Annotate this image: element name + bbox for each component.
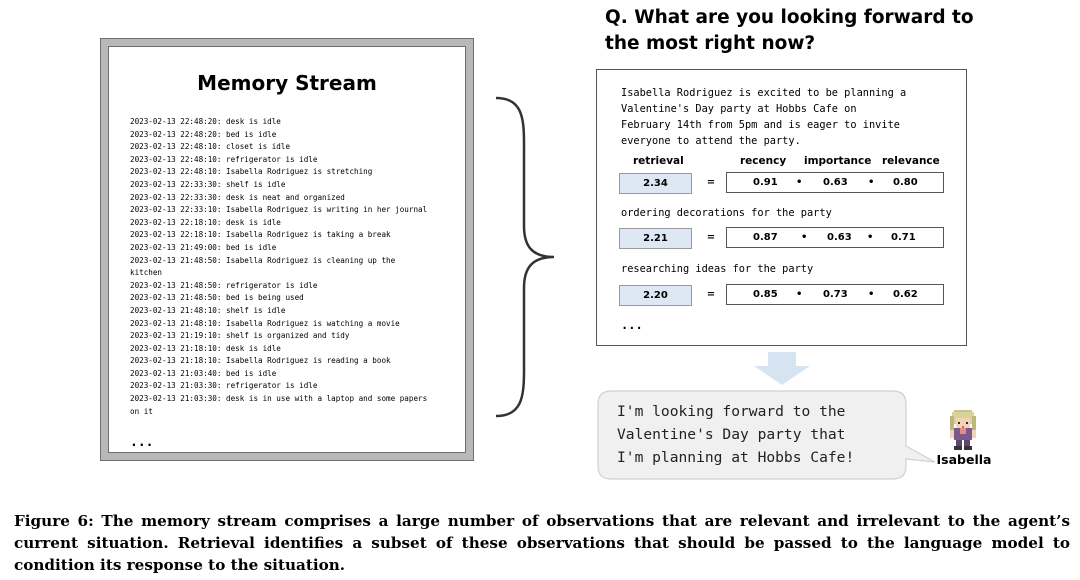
down-arrow-icon <box>754 352 810 385</box>
retrieved-memory: ordering decorations for the party <box>621 207 832 219</box>
curly-brace-icon <box>495 96 555 418</box>
memory-entry: 2023-02-13 22:48:10: closet is idle <box>130 142 291 152</box>
memory-entry: kitchen <box>130 268 163 278</box>
relevance-value: 0.80 <box>893 177 918 188</box>
memory-entry: 2023-02-13 21:48:50: Isabella Rodriguez … <box>130 255 396 265</box>
score-factors: 0.91 • 0.63 • 0.80 <box>726 172 944 193</box>
memory-entry: on it <box>130 406 153 416</box>
memory-entry: 2023-02-13 22:18:10: Isabella Rodriguez … <box>130 230 391 240</box>
memory-text-line: Valentine's Day party at Hobbs Cafe on <box>621 103 857 115</box>
question-line-2: the most right now? <box>605 33 816 54</box>
recency-value: 0.87 <box>753 232 778 243</box>
importance-header: importance <box>804 155 872 167</box>
memory-entry: 2023-02-13 21:19:10: shelf is organized … <box>130 331 350 341</box>
memory-text-line: February 14th from 5pm and is eager to i… <box>621 119 900 131</box>
equals-sign: = <box>706 289 716 300</box>
score-factors: 0.87 • 0.63 • 0.71 <box>726 227 944 248</box>
relevance-header: relevance <box>882 155 940 167</box>
memory-text-line: everyone to attend the party. <box>621 135 801 147</box>
pixel-character-avatar-icon <box>950 410 976 450</box>
multiply-dot: • <box>796 177 803 188</box>
speech-bubble <box>597 390 936 480</box>
memory-entry: 2023-02-13 22:48:20: bed is idle <box>130 129 277 139</box>
relevance-value: 0.71 <box>891 232 916 243</box>
agent-name-label: Isabella <box>936 452 992 467</box>
multiply-dot: • <box>801 232 808 243</box>
question-heading: Q. What are you looking forward to the m… <box>605 5 1025 57</box>
memory-entry: 2023-02-13 22:48:10: Isabella Rodriguez … <box>130 167 373 177</box>
recency-header: recency <box>740 155 787 167</box>
figure-caption: Figure 6: The memory stream comprises a … <box>14 512 1070 574</box>
relevance-value: 0.62 <box>893 289 918 300</box>
memory-entry: 2023-02-13 21:03:30: desk is in use with… <box>130 394 428 404</box>
score-factors: 0.85 • 0.73 • 0.62 <box>726 284 944 305</box>
equals-sign: = <box>706 177 716 188</box>
memory-entry: 2023-02-13 21:48:10: Isabella Rodriguez … <box>130 318 400 328</box>
retrieval-ellipsis: ... <box>621 318 643 332</box>
memory-entry: 2023-02-13 21:49:00: bed is idle <box>130 242 277 252</box>
memory-entry: 2023-02-13 22:33:10: Isabella Rodriguez … <box>130 205 428 215</box>
question-line-1: Q. What are you looking forward to <box>605 7 974 28</box>
memory-entry: 2023-02-13 22:48:10: refrigerator is idl… <box>130 154 318 164</box>
retrieval-panel: Isabella Rodriguez is excited to be plan… <box>596 69 967 346</box>
retrieved-memory: researching ideas for the party <box>621 263 814 275</box>
memory-entry: 2023-02-13 22:33:30: shelf is idle <box>130 179 286 189</box>
memory-entry: 2023-02-13 21:03:30: refrigerator is idl… <box>130 381 318 391</box>
top-retrieved-memory: Isabella Rodriguez is excited to be plan… <box>621 85 951 149</box>
memory-entry: 2023-02-13 22:18:10: desk is idle <box>130 217 281 227</box>
memory-stream-ellipsis: ... <box>130 435 154 450</box>
memory-entry: 2023-02-13 21:18:10: Isabella Rodriguez … <box>130 356 391 366</box>
multiply-dot: • <box>868 289 875 300</box>
recency-value: 0.85 <box>753 289 778 300</box>
importance-value: 0.73 <box>823 289 848 300</box>
importance-value: 0.63 <box>827 232 852 243</box>
memory-entry: 2023-02-13 21:48:50: refrigerator is idl… <box>130 280 318 290</box>
memory-entry: 2023-02-13 21:48:50: bed is being used <box>130 293 304 303</box>
retrieval-score: 2.20 <box>619 285 692 306</box>
memory-stream-title: Memory Stream <box>197 71 377 95</box>
memory-stream-panel: Memory Stream 2023-02-13 22:48:20: desk … <box>108 46 466 453</box>
memory-entry: 2023-02-13 21:18:10: desk is idle <box>130 343 281 353</box>
memory-entry: 2023-02-13 21:48:10: shelf is idle <box>130 305 286 315</box>
multiply-dot: • <box>868 177 875 188</box>
multiply-dot: • <box>796 289 803 300</box>
memory-stream-list: 2023-02-13 22:48:20: desk is idle 2023-02… <box>130 116 455 418</box>
equals-sign: = <box>706 232 716 243</box>
retrieval-score: 2.21 <box>619 228 692 249</box>
multiply-dot: • <box>867 232 874 243</box>
memory-stream-frame: Memory Stream 2023-02-13 22:48:20: desk … <box>100 38 474 461</box>
retrieval-score: 2.34 <box>619 173 692 194</box>
memory-text-line: Isabella Rodriguez is excited to be plan… <box>621 87 907 99</box>
memory-entry: 2023-02-13 22:33:30: desk is neat and or… <box>130 192 345 202</box>
recency-value: 0.91 <box>753 177 778 188</box>
agent-response: I'm looking forward to the Valentine's D… <box>617 403 855 466</box>
importance-value: 0.63 <box>823 177 848 188</box>
retrieval-header: retrieval <box>633 155 684 167</box>
memory-entry: 2023-02-13 22:48:20: desk is idle <box>130 117 281 126</box>
memory-entry: 2023-02-13 21:03:40: bed is idle <box>130 368 277 378</box>
